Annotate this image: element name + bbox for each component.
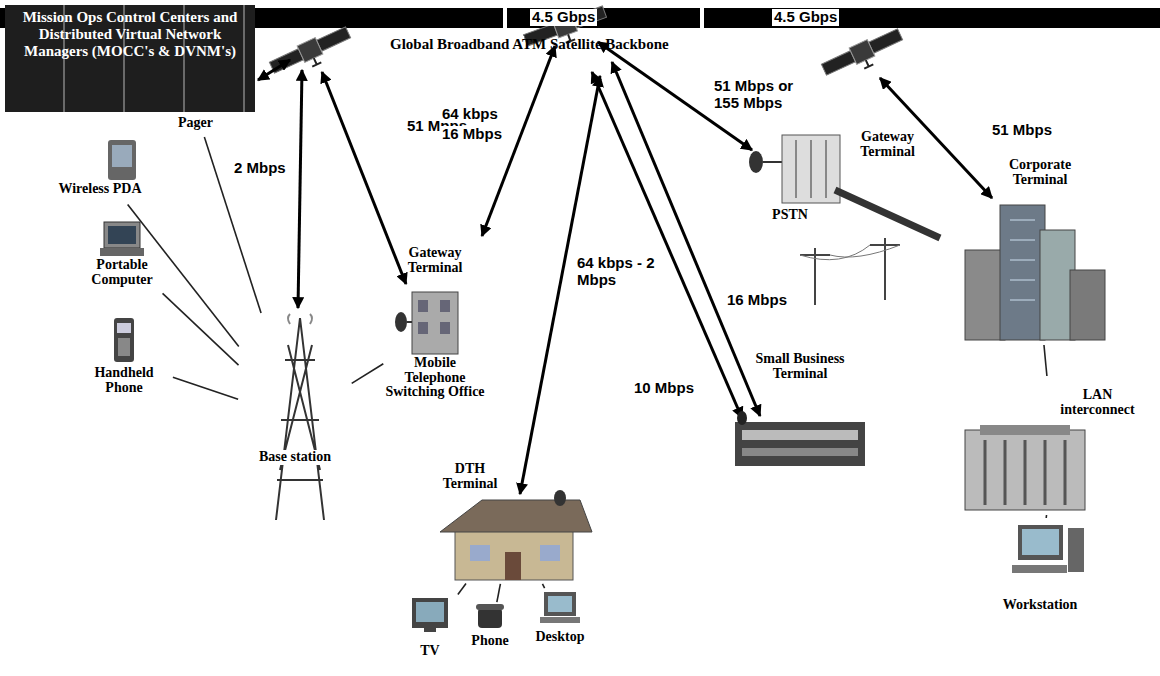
node-label: Mission Ops Control Centers and Distribu…	[10, 9, 250, 59]
house-icon	[440, 490, 592, 580]
link-rate: 4.5 Gbps	[772, 9, 839, 26]
satellite-links	[258, 42, 992, 494]
switching-office-icon	[395, 292, 458, 354]
corporate-buildings-icon	[965, 205, 1105, 340]
control-center-box: Mission Ops Control Centers and Distribu…	[5, 5, 255, 112]
phone-line	[800, 190, 940, 305]
link-rate: 10 Mbps	[632, 380, 696, 397]
workstation: Workstation	[985, 520, 1097, 620]
wire-connector	[497, 584, 501, 602]
pager-device: Pager	[168, 90, 225, 135]
handset-icon	[114, 318, 134, 362]
dth-terminal: DTH Terminal	[430, 462, 595, 582]
link-rate: 51 Mbps or 155 Mbps	[712, 78, 811, 111]
link-rate: 4.5 Gbps	[530, 9, 597, 26]
telephone-icon	[476, 604, 504, 628]
pda-device: Wireless PDA	[45, 138, 157, 203]
link-rate: 16 Mbps	[725, 292, 789, 309]
base-station: Base station	[240, 315, 350, 522]
tower-icon	[276, 314, 324, 520]
link-rate: 51 Mbps	[990, 122, 1054, 139]
wire-connector	[352, 364, 384, 384]
gateway-building-icon	[749, 135, 840, 203]
node-label: Phone	[465, 634, 515, 649]
wire-connector	[1044, 345, 1047, 376]
link-rate: 64 kbps - 2 Mbps	[575, 255, 657, 288]
corporate-terminal: Corporate Terminal	[955, 158, 1115, 343]
satellite	[522, 3, 609, 55]
wire-connector	[458, 584, 466, 595]
link-rate: 2 Mbps	[232, 160, 288, 177]
business-building-icon	[735, 411, 865, 466]
node-label: TV	[405, 644, 455, 659]
wire-connector	[163, 293, 239, 365]
lan-building-icon	[965, 425, 1085, 510]
node-sublabel: PSTN	[760, 208, 820, 223]
backbone-title: Global Broadband ATM Satellite Backbone	[388, 36, 524, 53]
node-label: Workstation	[985, 598, 1095, 613]
node-label: DTH Terminal	[435, 462, 505, 491]
satellite	[820, 26, 907, 84]
node-label: Gateway Terminal	[845, 130, 930, 159]
node-label: LAN interconnect	[1050, 388, 1145, 417]
wire-connector	[173, 377, 238, 399]
laptop-icon	[100, 222, 144, 256]
pstn-gateway: Gateway TerminalPSTN	[745, 128, 940, 308]
node-label: Wireless PDA	[45, 182, 155, 197]
handset-device: Handheld Phone	[79, 316, 171, 406]
workstation-icon	[1012, 525, 1084, 573]
tv-set: TV	[405, 596, 457, 664]
node-label: Pager	[168, 116, 223, 131]
tv-icon	[412, 598, 448, 632]
node-sublabel: Mobile Telephone Switching Office	[385, 356, 485, 400]
node-label: Desktop	[530, 630, 590, 645]
node-label: Base station	[257, 450, 333, 465]
laptop-device: Portable Computer	[77, 220, 169, 292]
desktop-pc: Desktop	[530, 590, 592, 654]
wire-connector	[1045, 515, 1047, 518]
desktop-icon	[540, 592, 580, 623]
home-phone: Phone	[465, 604, 517, 660]
node-label: Handheld Phone	[79, 366, 169, 395]
satellite	[268, 24, 355, 82]
node-label: Small Business Terminal	[755, 352, 845, 381]
wire-connector	[542, 584, 544, 588]
node-label: Portable Computer	[77, 258, 167, 287]
link-rate: 16 Mbps	[440, 126, 504, 143]
link-rate: 64 kbps	[440, 106, 500, 123]
node-label: Corporate Terminal	[985, 158, 1095, 187]
pda-icon	[108, 140, 136, 180]
node-label: Gateway Terminal	[385, 246, 485, 275]
lan-building: LAN interconnect	[960, 378, 1147, 513]
small-business-terminal: Small Business Terminal	[730, 352, 870, 470]
switching-office: Gateway TerminalMobile Telephone Switchi…	[385, 246, 487, 416]
